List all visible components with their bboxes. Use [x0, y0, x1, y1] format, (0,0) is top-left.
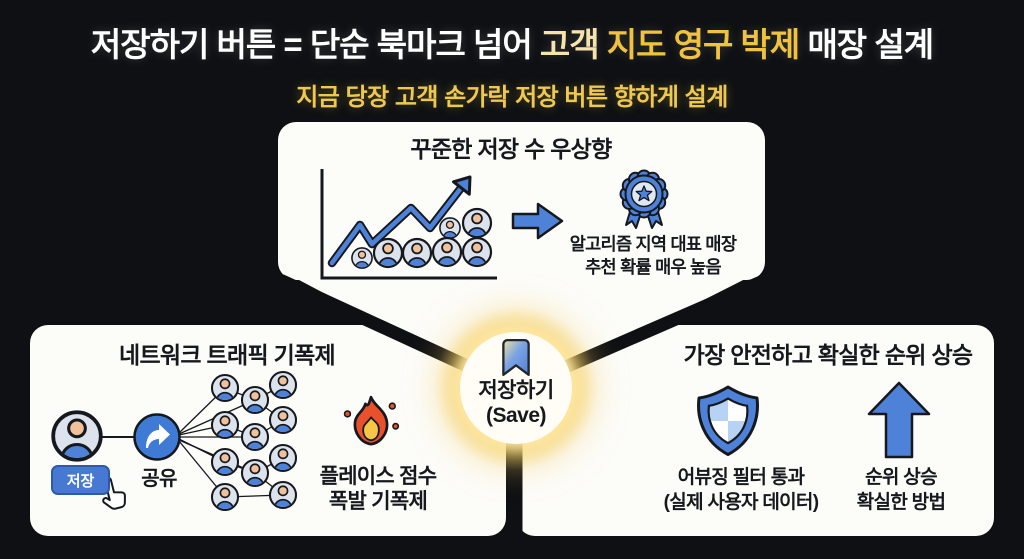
arrow-caption-2: 확실한 방법	[856, 492, 946, 513]
hub-label-korean: 저장하기	[478, 379, 554, 402]
right-panel-title: 가장 안전하고 확실한 순위 상승	[683, 342, 973, 368]
save-hub: 저장하기 (Save)	[460, 332, 572, 444]
page-title: 저장하기 버튼 = 단순 북마크 넘어 고객 지도 영구 박제 매장 설계	[0, 18, 1024, 66]
fire-caption-2: 폭발 기폭제	[328, 490, 428, 513]
hub-label-english: (Save)	[485, 404, 547, 427]
shield-caption-1: 어뷰징 필터 통과	[677, 467, 805, 488]
top-panel-caption-2: 추천 확률 매우 높음	[585, 257, 721, 277]
arrow-caption-1: 순위 상승	[865, 467, 937, 488]
top-panel-caption-1: 알고리즘 지역 대표 매장	[569, 234, 737, 254]
title-segment-highlight: 지도 영구 박제	[606, 26, 800, 63]
title-segment: 저장하기 버튼 = 단순 북마크 넘어	[90, 26, 540, 63]
fire-caption-1: 플레이스 점수	[319, 465, 438, 488]
bookmark-icon	[502, 338, 530, 376]
left-panel-title: 네트워크 트래픽 기폭제	[119, 342, 336, 368]
title-segment: 매장 설계	[799, 26, 934, 63]
save-button-illustration: 저장	[51, 465, 110, 495]
shield-caption-2: (실제 사용자 데이터)	[663, 492, 819, 513]
page-subtitle: 지금 당장 고객 손가락 저장 버튼 향하게 설계	[296, 84, 728, 111]
title-segment-highlight: 고객	[539, 26, 607, 63]
share-label: 공유	[141, 468, 177, 490]
top-panel-title: 꾸준한 저장 수 우상향	[410, 136, 612, 162]
